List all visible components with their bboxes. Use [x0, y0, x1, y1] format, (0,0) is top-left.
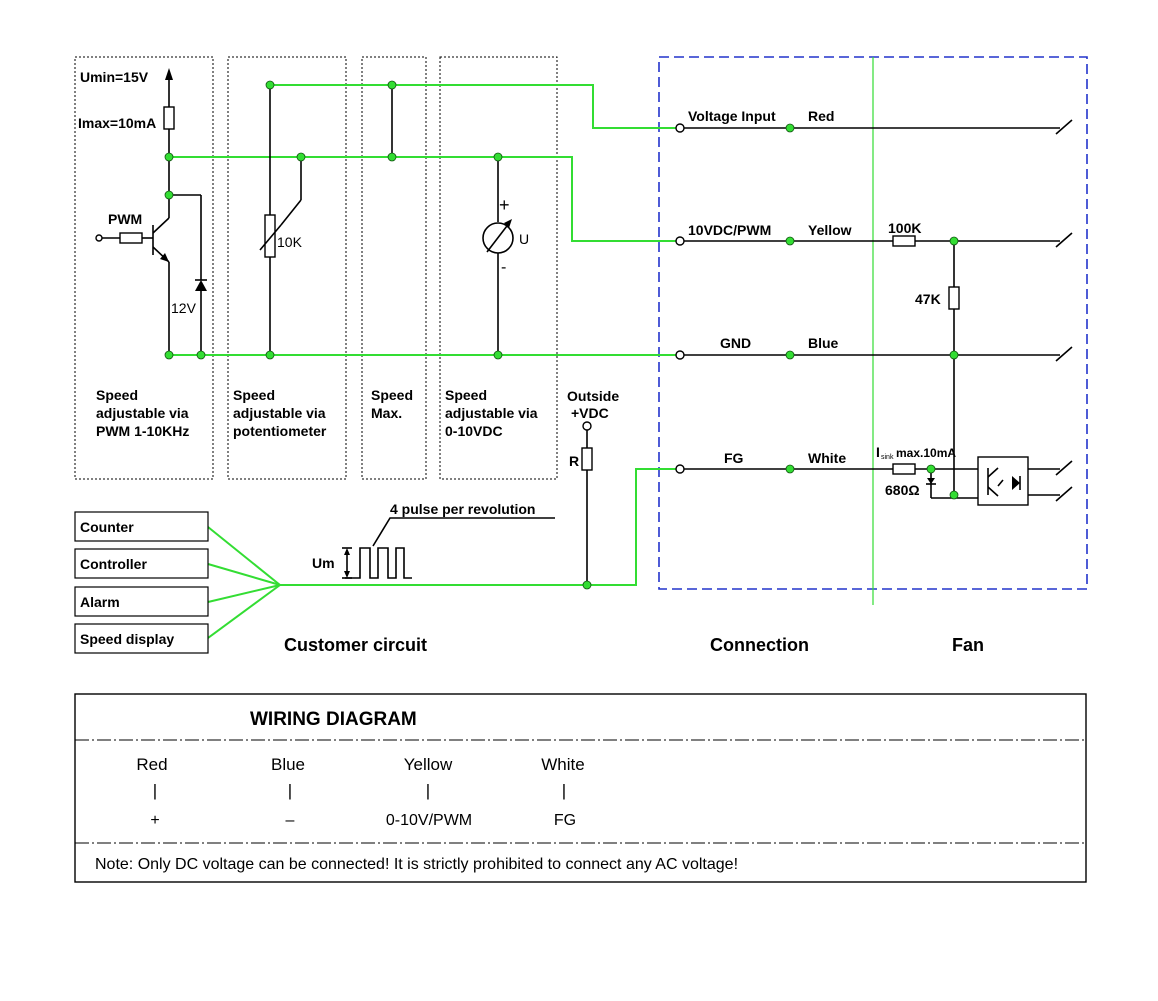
meter-u-label: U — [519, 231, 529, 247]
speed-display-label: Speed display — [80, 631, 174, 647]
volt-box-line1: Speed — [445, 387, 487, 403]
wiring-yellow-func: 0-10V/PWM — [386, 812, 472, 829]
fg-wire — [280, 468, 680, 586]
pulse-label: 4 pulse per revolution — [390, 501, 535, 517]
pot-box-line1: Speed — [233, 387, 275, 403]
alarm-label: Alarm — [80, 594, 120, 610]
wiring-blue: Blue — [271, 755, 305, 774]
r680-label: 680Ω — [885, 482, 920, 498]
pwm-box — [74, 56, 214, 480]
vdc-label: +VDC — [571, 405, 609, 421]
max-box-line1: Speed — [371, 387, 413, 403]
color-red: Red — [808, 108, 834, 124]
pwm-box-line2: adjustable via — [96, 405, 189, 421]
alarm-box — [74, 586, 209, 617]
fan-label: Fan — [952, 635, 984, 655]
isink-i-label: I — [876, 444, 880, 460]
wiring-red-func: + — [150, 812, 159, 829]
controller-label: Controller — [80, 556, 147, 572]
isink-max-label: max.10mA — [896, 446, 956, 460]
r47k-label: 47K — [915, 291, 941, 307]
wiring-blue-func: – — [286, 812, 295, 829]
counter-label: Counter — [80, 519, 134, 535]
meter-minus-label: - — [501, 259, 506, 276]
wiring-yellow-sep: | — [426, 781, 430, 800]
wiring-white-sep: | — [562, 781, 566, 800]
wiring-yellow: Yellow — [404, 755, 453, 774]
imax-label: Imax=10mA — [78, 115, 156, 131]
pot-box-line2: adjustable via — [233, 405, 326, 421]
r100k-label: 100K — [888, 220, 921, 236]
speed-max-box — [361, 56, 427, 480]
speed-display-box — [74, 623, 209, 654]
controller-box — [74, 548, 209, 579]
um-label: Um — [312, 555, 335, 571]
wiring-red-sep: | — [153, 781, 157, 800]
connection-label: Connection — [710, 635, 809, 655]
wiring-note: Note: Only DC voltage can be connected! … — [95, 856, 738, 873]
zener-label: 12V — [171, 300, 197, 316]
customer-circuit-label: Customer circuit — [284, 635, 427, 655]
wiring-red: Red — [136, 755, 167, 774]
max-box-line2: Max. — [371, 405, 402, 421]
meter-plus-label: + — [499, 195, 510, 215]
pwm-label: PWM — [108, 211, 142, 227]
voltage-input-wire — [270, 84, 680, 129]
color-yellow: Yellow — [808, 222, 852, 238]
signal-fg: FG — [724, 450, 744, 466]
signal-10vdc-pwm: 10VDC/PWM — [688, 222, 771, 238]
wiring-title: WIRING DIAGRAM — [250, 709, 417, 730]
color-blue: Blue — [808, 335, 839, 351]
potentiometer-box — [227, 56, 347, 480]
signal-voltage-input: Voltage Input — [688, 108, 776, 124]
r-label: R — [569, 453, 579, 469]
volt-box-line2: adjustable via — [445, 405, 538, 421]
counter-box — [74, 511, 209, 542]
wiring-white-func: FG — [554, 812, 576, 829]
pwm-box-line1: Speed — [96, 387, 138, 403]
signal-gnd: GND — [720, 335, 751, 351]
volt-box-line3: 0-10VDC — [445, 423, 503, 439]
pwm-box-line3: PWM 1-10KHz — [96, 423, 189, 439]
pot-box-line3: potentiometer — [233, 423, 327, 439]
wiring-blue-sep: | — [288, 781, 292, 800]
outside-label: Outside — [567, 388, 619, 404]
pwm-signal-wire — [169, 156, 680, 242]
pot-value-label: 10K — [277, 234, 303, 250]
color-white: White — [808, 450, 846, 466]
wiring-table — [74, 693, 1087, 883]
wiring-white: White — [541, 755, 584, 774]
voltage-box — [439, 56, 558, 480]
umin-label: Umin=15V — [80, 69, 149, 85]
isink-sub-label: sink — [881, 454, 894, 461]
